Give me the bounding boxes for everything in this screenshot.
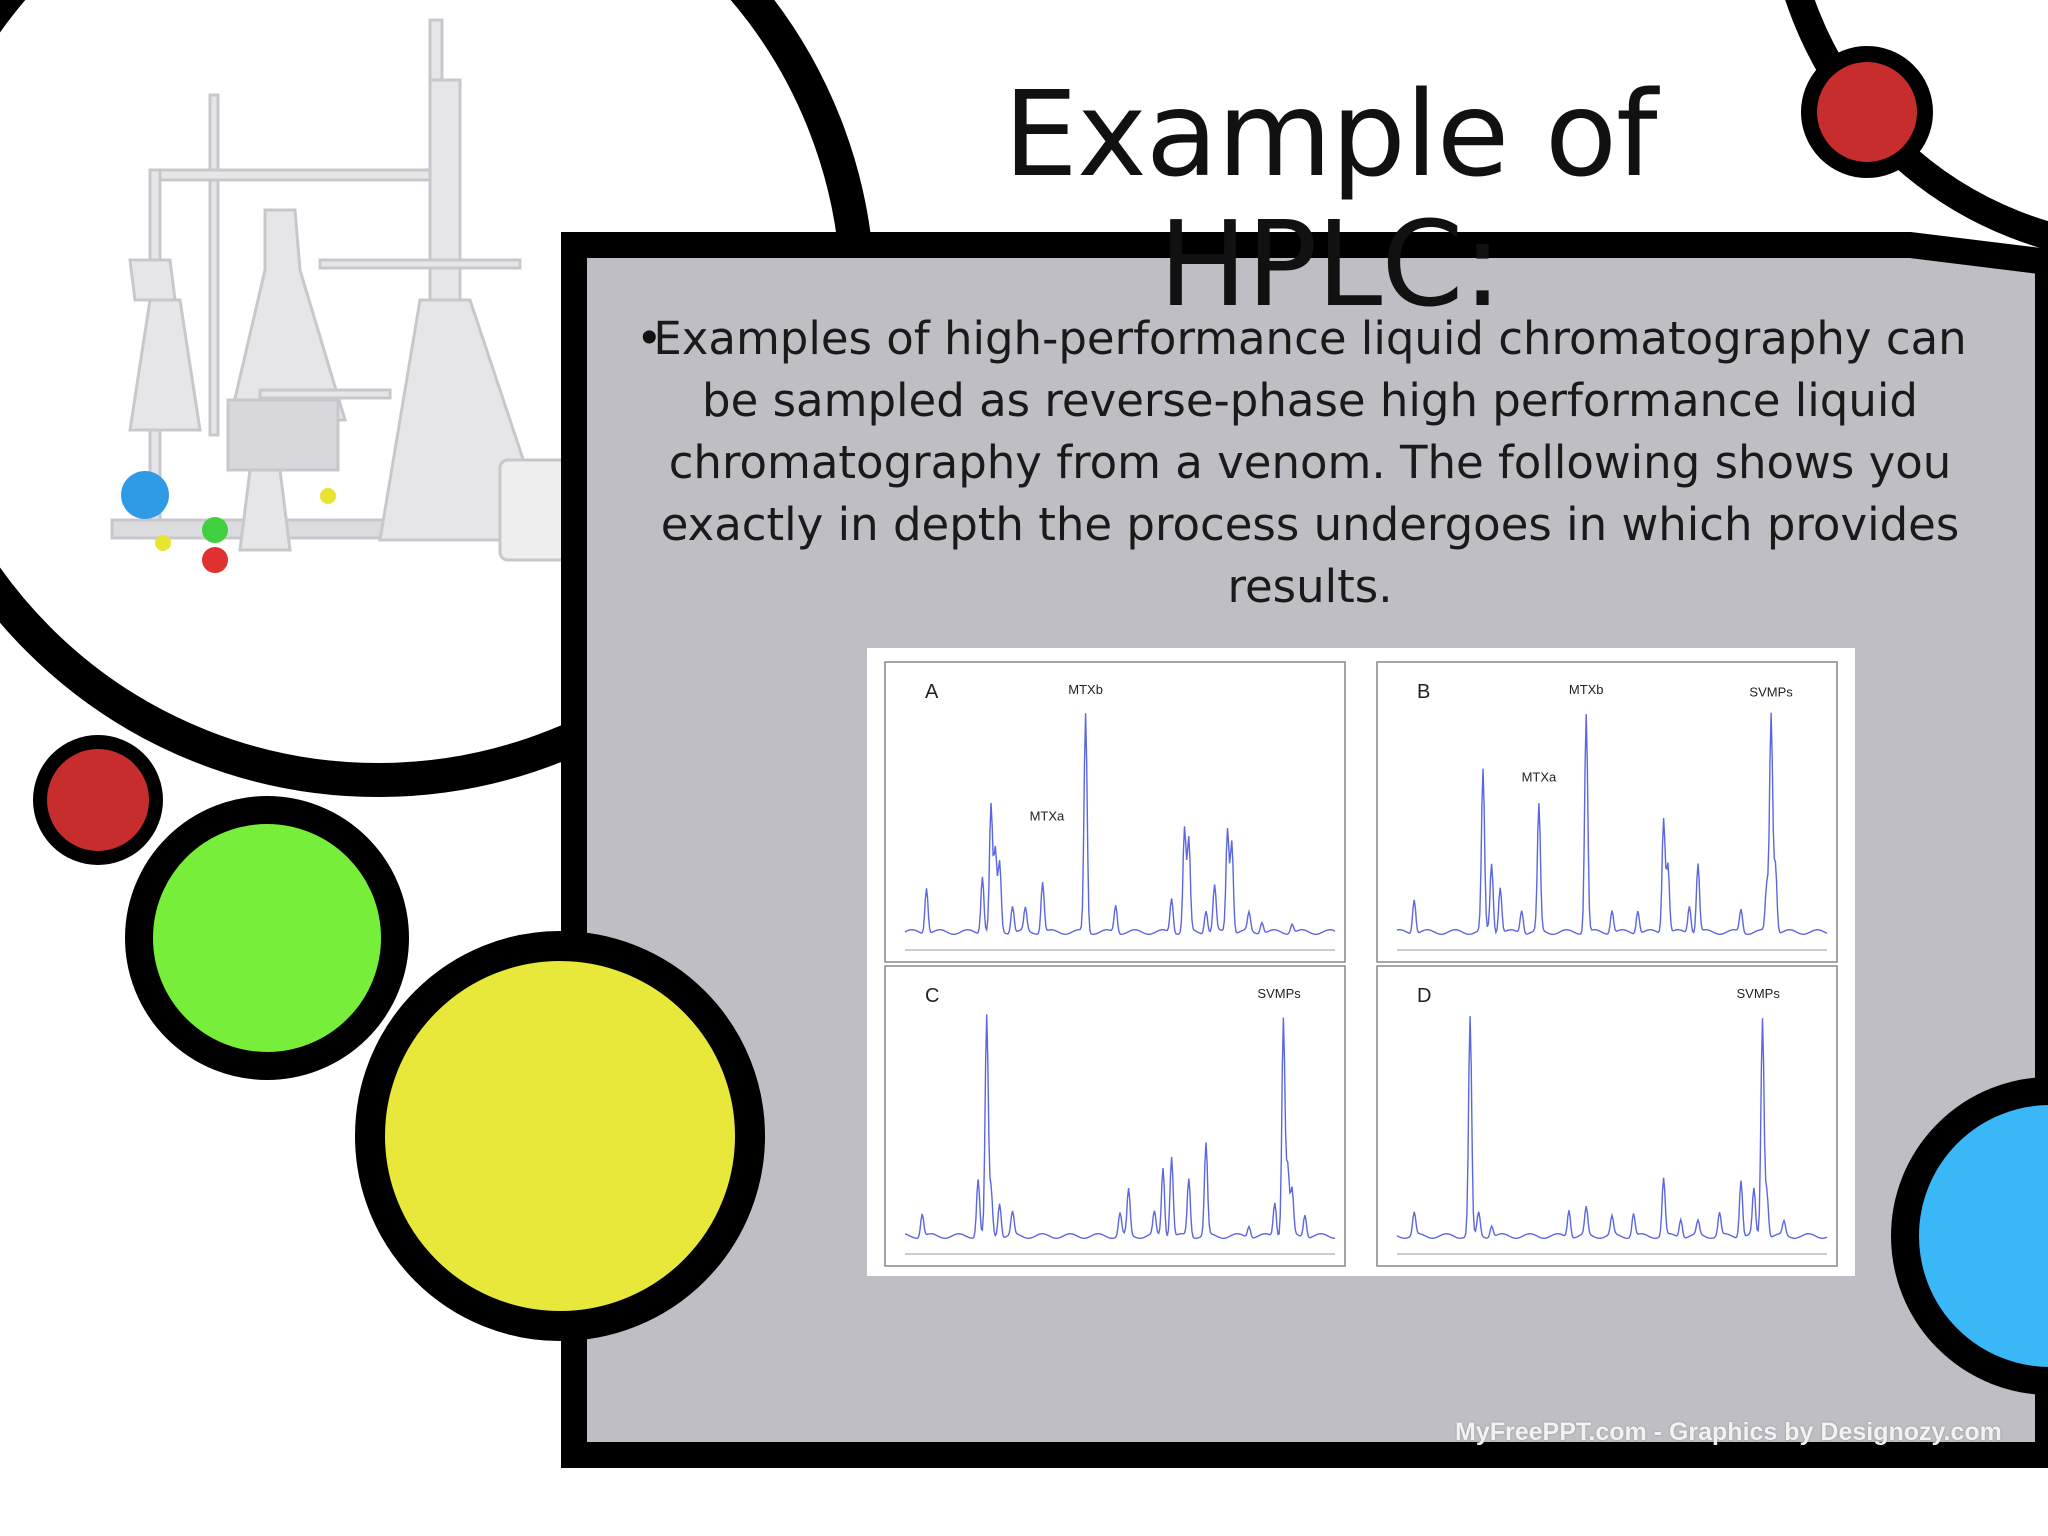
lab-glassware-illustration [110, 18, 582, 573]
chromatogram-trace [1396, 1016, 1828, 1240]
panel-letter: A [925, 681, 939, 703]
bullet-marker: • [636, 312, 663, 365]
peak-label: MTXb [1068, 682, 1103, 697]
panel-letter: D [1417, 985, 1431, 1007]
watermark: MyFreePPT.com - Graphics by Designozy.co… [1455, 1418, 2002, 1446]
chromatogram-panel-a: A MTXa MTXb [884, 661, 1346, 963]
chromatogram-trace [904, 713, 1336, 936]
slide-title: Example of HPLC: [1003, 65, 1657, 333]
peak-label: SVMPs [1257, 986, 1301, 1001]
peak-label: MTXb [1569, 682, 1604, 697]
panel-letter: C [925, 985, 939, 1007]
peak-label: MTXa [1030, 809, 1065, 824]
bullet-text: Examples of high-performance liquid chro… [653, 312, 1967, 613]
panel-frame [884, 661, 1346, 963]
panel-frame [884, 965, 1346, 1267]
red-circle-left [33, 735, 163, 865]
chromatogram-panel-d: D SVMPs [1376, 965, 1838, 1267]
chromatogram-panel-b: B MTXa MTXb SVMPs [1376, 661, 1838, 963]
panel-letter: B [1417, 681, 1430, 703]
peak-label: SVMPs [1749, 684, 1793, 699]
chromatogram-trace [904, 1014, 1335, 1240]
peak-label: SVMPs [1737, 986, 1781, 1001]
chromatogram-trace [1396, 712, 1828, 936]
peak-label: MTXa [1522, 769, 1557, 784]
red-circle-top [1801, 46, 1933, 178]
panel-frame [1376, 965, 1838, 1267]
chromatogram-panel-c: C SVMPs [884, 965, 1346, 1267]
green-circle [125, 796, 409, 1080]
blue-circle [1891, 1077, 2048, 1395]
yellow-circle [355, 931, 765, 1341]
panel-frame [1376, 661, 1838, 963]
